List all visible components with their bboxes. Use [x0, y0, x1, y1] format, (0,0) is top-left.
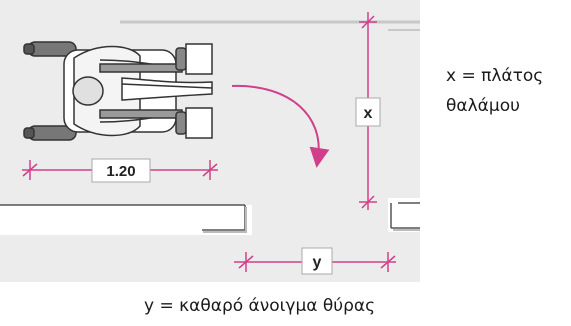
x-definition-line2: θαλάμου: [446, 96, 520, 116]
dimension-1-20-label-box: [91, 158, 151, 183]
turning-arrow: [231, 84, 330, 168]
x-definition-line1: x = πλάτος: [446, 66, 544, 86]
dimension-y-label-box: [301, 247, 333, 275]
dimension-1-20-label: 1.20: [106, 163, 135, 180]
wheelchair-icon: [23, 41, 213, 141]
dimension-x-label-box: [355, 97, 381, 127]
y-definition: y = καθαρό άνοιγμα θύρας: [144, 296, 376, 316]
dimension-y-label: y: [313, 254, 322, 271]
right-wall-block: [388, 198, 422, 232]
dimension-x-label: x: [364, 105, 373, 122]
left-wall-block: [0, 204, 252, 235]
